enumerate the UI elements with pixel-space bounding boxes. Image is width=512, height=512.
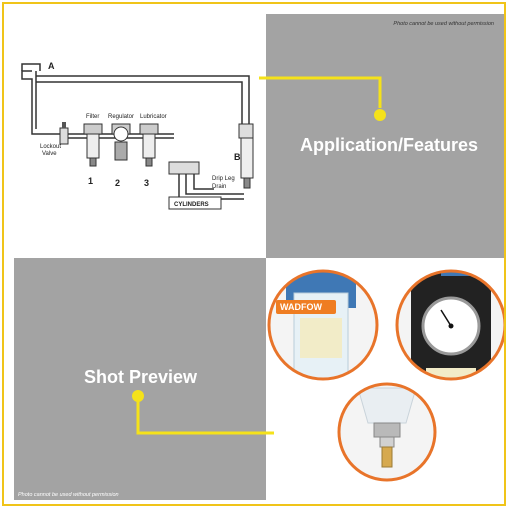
label-lubricator: Lubricator bbox=[140, 114, 167, 120]
shot-preview-heading: Shot Preview bbox=[84, 367, 198, 387]
filter-unit bbox=[83, 123, 103, 167]
shot-heading-panel bbox=[14, 258, 266, 500]
regulator-unit bbox=[111, 123, 131, 161]
gauge-shot bbox=[397, 271, 504, 379]
label-cylinders: CYLINDERS bbox=[174, 202, 209, 208]
application-diagram-panel: A B Lockout Valve Filter Regulator Lubri… bbox=[14, 14, 266, 258]
label-regulator: Regulator bbox=[108, 114, 134, 120]
brand-badge bbox=[276, 300, 336, 314]
label-filter: Filter bbox=[86, 114, 99, 120]
supply-pipe bbox=[21, 70, 64, 135]
label-drip-1: Drip Leg bbox=[212, 176, 235, 182]
permission-notice-top: Photo cannot be used without permission bbox=[393, 21, 494, 27]
label-b: B bbox=[234, 152, 241, 162]
label-num-2: 2 bbox=[115, 178, 120, 188]
pneumatic-diagram: A B Lockout Valve Filter Regulator Lubri… bbox=[21, 61, 254, 210]
label-lockout-2: Valve bbox=[42, 151, 57, 157]
label-drip-2: Drain bbox=[212, 184, 226, 190]
shot-circle-1 bbox=[267, 269, 379, 381]
label-num-3: 3 bbox=[144, 178, 149, 188]
label-a: A bbox=[48, 61, 55, 71]
label-num-1: 1 bbox=[88, 176, 93, 186]
application-heading-panel bbox=[266, 14, 504, 258]
label-lockout-1: Lockout bbox=[40, 144, 61, 150]
drain-valve-shot bbox=[339, 384, 435, 480]
shot-circle-2 bbox=[395, 269, 504, 381]
manifold bbox=[168, 161, 200, 175]
cylinders-box bbox=[168, 196, 222, 210]
lubricator-unit bbox=[139, 123, 159, 167]
application-features-heading: Application/Features bbox=[300, 135, 479, 155]
shot-preview-panel: WADFOW bbox=[266, 258, 504, 500]
brand-logo: WADFOW bbox=[280, 302, 322, 312]
point-b-unit bbox=[238, 123, 254, 189]
permission-notice-bottom: Photo cannot be used without permission bbox=[18, 492, 119, 498]
product-shots: WADFOW bbox=[267, 269, 504, 482]
shot-circle-3 bbox=[337, 382, 437, 482]
image-frame: A B Lockout Valve Filter Regulator Lubri… bbox=[2, 2, 506, 506]
filter-bowl-shot: WADFOW bbox=[269, 271, 377, 379]
lockout-valve bbox=[59, 122, 69, 145]
